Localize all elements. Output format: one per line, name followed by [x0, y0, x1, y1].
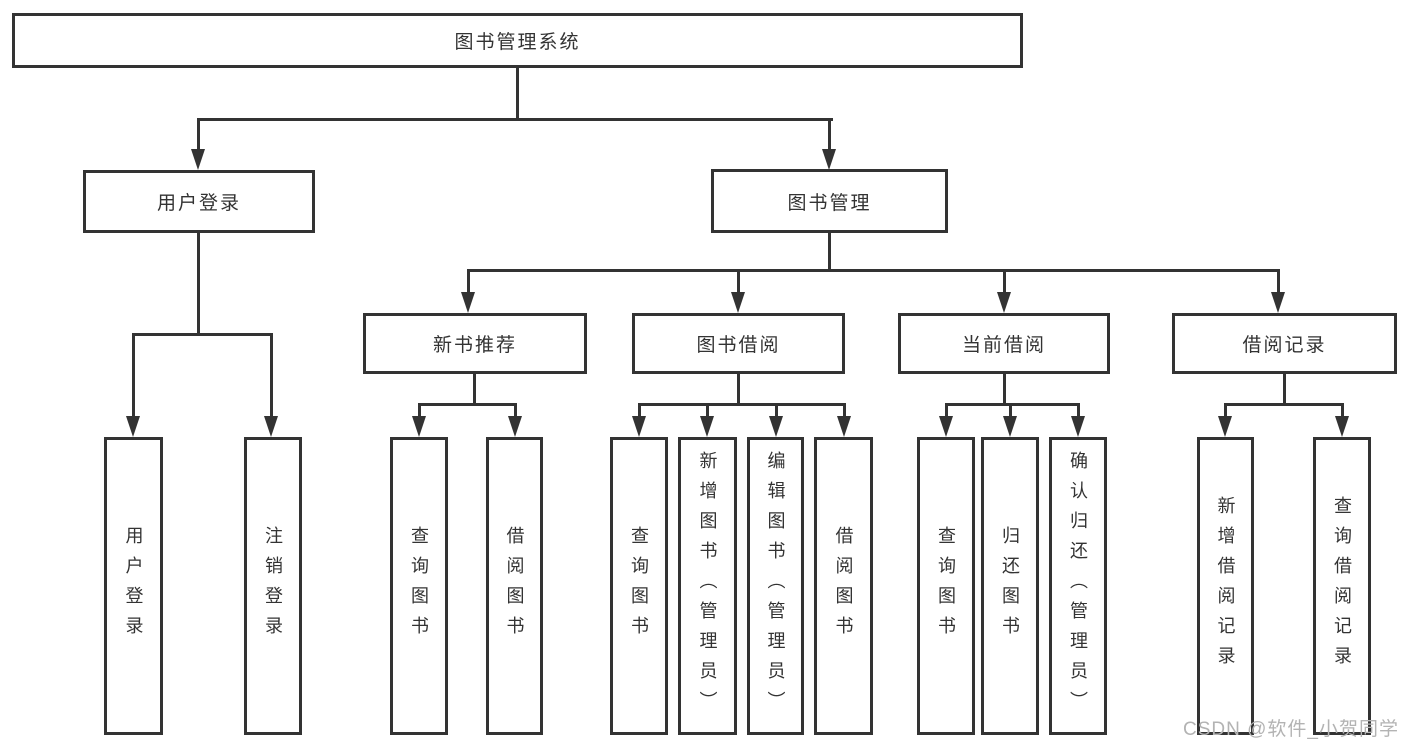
- leaf-edit-books-admin: 编辑图书（管理员）: [747, 437, 804, 735]
- arrow-down-icon: [837, 416, 851, 437]
- connector-records-feed: [1283, 373, 1286, 406]
- connector-book-mgmt-stub-3: [1003, 269, 1006, 294]
- connector-borrow-feed: [737, 373, 740, 406]
- connector-current-feed: [1003, 373, 1006, 406]
- arrow-down-icon: [1218, 416, 1232, 437]
- arrow-down-icon: [822, 149, 836, 170]
- leaf-add-borrow-record-label: 新增借阅记录: [1215, 496, 1236, 676]
- node-book-management-label: 图书管理: [787, 192, 872, 214]
- leaf-borrow-query-books-label: 查询图书: [629, 526, 649, 646]
- arrow-down-icon: [632, 416, 646, 437]
- leaf-add-books-admin: 新增图书（管理员）: [678, 437, 737, 735]
- leaf-return-books-label: 归还图书: [1000, 526, 1020, 646]
- leaf-confirm-return-admin: 确认归还（管理员）: [1049, 437, 1107, 735]
- connector-user-login-split: [132, 333, 273, 336]
- connector-user-login-stub-1: [132, 333, 135, 418]
- node-library-management-system-label: 图书管理系统: [454, 32, 581, 53]
- connector-root-split: [197, 118, 833, 121]
- node-new-book-recommend-label: 新书推荐: [432, 335, 517, 356]
- connector-records-stub-1: [1224, 403, 1227, 418]
- connector-root-stub-left: [197, 118, 200, 152]
- node-current-borrow-label: 当前借阅: [961, 335, 1046, 356]
- connector-book-mgmt-stub-2: [737, 269, 740, 294]
- connector-recommend-stub-1: [418, 403, 421, 418]
- node-new-book-recommend: 新书推荐: [363, 313, 587, 374]
- node-borrow-records: 借阅记录: [1172, 313, 1397, 374]
- connector-borrow-stub-4: [843, 403, 846, 418]
- connector-borrow-split: [638, 403, 845, 406]
- connector-records-stub-2: [1341, 403, 1344, 418]
- leaf-confirm-return-admin-label: 确认归还（管理员）: [1068, 451, 1088, 721]
- node-book-borrow: 图书借阅: [632, 313, 845, 374]
- leaf-edit-books-admin-label: 编辑图书（管理员）: [765, 451, 786, 721]
- connector-borrow-stub-1: [638, 403, 641, 418]
- connector-book-mgmt-feed: [828, 232, 831, 272]
- connector-borrow-stub-3: [775, 403, 778, 418]
- arrow-down-icon: [126, 416, 140, 437]
- connector-current-stub-2: [1009, 403, 1012, 418]
- arrow-down-icon: [191, 149, 205, 170]
- connector-recommend-feed: [473, 373, 476, 406]
- arrow-down-icon: [508, 416, 522, 437]
- node-book-management: 图书管理: [711, 169, 948, 233]
- leaf-current-query-books-label: 查询图书: [936, 526, 956, 646]
- arrow-down-icon: [412, 416, 426, 437]
- arrow-down-icon: [700, 416, 714, 437]
- arrow-down-icon: [1335, 416, 1349, 437]
- connector-recommend-stub-2: [514, 403, 517, 418]
- connector-user-login-feed: [197, 233, 200, 336]
- arrow-down-icon: [264, 416, 278, 437]
- arrow-down-icon: [939, 416, 953, 437]
- connector-current-stub-1: [945, 403, 948, 418]
- connector-borrow-stub-2: [706, 403, 709, 418]
- node-user-login: 用户登录: [83, 170, 315, 233]
- leaf-recommend-borrow-books: 借阅图书: [486, 437, 543, 735]
- connector-user-login-stub-2: [270, 333, 273, 418]
- leaf-borrow-query-books: 查询图书: [610, 437, 668, 735]
- connector-current-stub-3: [1077, 403, 1080, 418]
- node-user-login-label: 用户登录: [156, 193, 241, 214]
- connector-book-mgmt-stub-1: [467, 269, 470, 294]
- connector-book-mgmt-split: [467, 269, 1280, 272]
- leaf-logout-label: 注销登录: [263, 526, 283, 646]
- leaf-recommend-query-books-label: 查询图书: [409, 526, 429, 646]
- leaf-query-borrow-record: 查询借阅记录: [1313, 437, 1371, 735]
- leaf-borrow-books-label: 借阅图书: [833, 526, 854, 646]
- leaf-user-login-label: 用户登录: [123, 526, 144, 646]
- leaf-recommend-borrow-books-label: 借阅图书: [504, 526, 525, 646]
- connector-root-stub-right: [828, 118, 831, 152]
- node-current-borrow: 当前借阅: [898, 313, 1110, 374]
- arrow-down-icon: [1271, 292, 1285, 313]
- leaf-query-borrow-record-label: 查询借阅记录: [1332, 496, 1352, 676]
- connector-recommend-split: [418, 403, 517, 406]
- connector-book-mgmt-stub-4: [1277, 269, 1280, 294]
- leaf-add-borrow-record: 新增借阅记录: [1197, 437, 1254, 735]
- leaf-user-login: 用户登录: [104, 437, 163, 735]
- leaf-current-query-books: 查询图书: [917, 437, 975, 735]
- connector-records-split: [1224, 403, 1344, 406]
- node-library-management-system: 图书管理系统: [12, 13, 1023, 68]
- arrow-down-icon: [1003, 416, 1017, 437]
- leaf-logout: 注销登录: [244, 437, 302, 735]
- connector-root-feed: [516, 68, 519, 121]
- csdn-watermark: CSDN @软件_小贺同学: [1183, 719, 1399, 740]
- leaf-return-books: 归还图书: [981, 437, 1039, 735]
- node-book-borrow-label: 图书借阅: [696, 335, 781, 356]
- node-borrow-records-label: 借阅记录: [1242, 335, 1327, 356]
- leaf-borrow-books: 借阅图书: [814, 437, 873, 735]
- leaf-add-books-admin-label: 新增图书（管理员）: [697, 451, 718, 721]
- arrow-down-icon: [1071, 416, 1085, 437]
- arrow-down-icon: [769, 416, 783, 437]
- leaf-recommend-query-books: 查询图书: [390, 437, 448, 735]
- arrow-down-icon: [461, 292, 475, 313]
- arrow-down-icon: [997, 292, 1011, 313]
- arrow-down-icon: [731, 292, 745, 313]
- connector-current-split: [945, 403, 1079, 406]
